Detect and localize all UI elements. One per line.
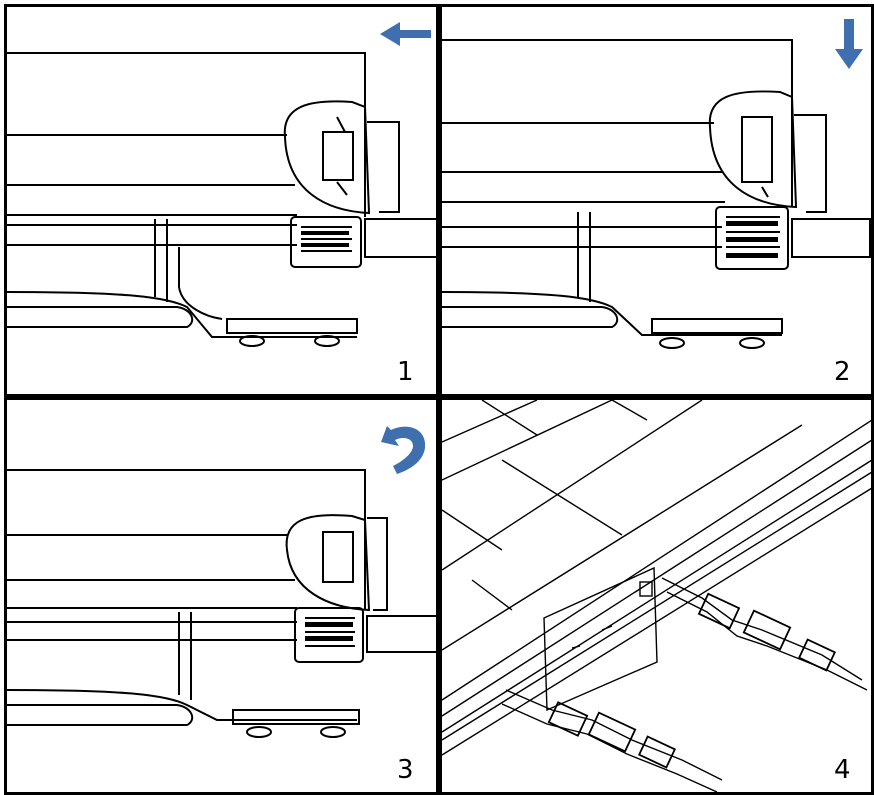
step-number-3: 3	[397, 755, 414, 785]
step-number-1: 1	[397, 357, 414, 387]
connector-detach-drawing-3	[7, 426, 436, 738]
step-panel-4: 4	[439, 397, 874, 795]
step-panel-3: 3	[4, 397, 439, 795]
step-panel-1: 1	[4, 4, 439, 397]
connector-detach-drawing-2	[442, 19, 871, 349]
arrow-rotate-icon	[381, 426, 426, 474]
arrow-down-icon	[835, 19, 863, 69]
step-number-2: 2	[834, 357, 851, 387]
step-number-4: 4	[834, 755, 851, 785]
arrow-left-icon	[380, 22, 431, 46]
connector-detach-drawing-1	[7, 22, 436, 347]
step-panel-2: 2	[439, 4, 874, 397]
panel-connectors-drawing	[442, 400, 871, 792]
